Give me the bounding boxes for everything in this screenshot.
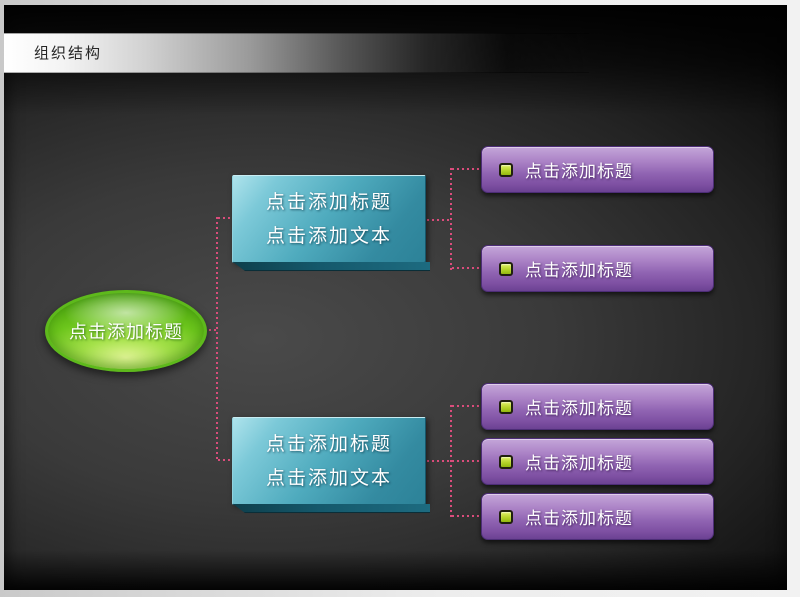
leaf-node-3[interactable]: 点击添加标题 <box>481 383 714 430</box>
leaf-label: 点击添加标题 <box>525 454 633 474</box>
connector-leaf3-elbow <box>452 405 481 407</box>
bullet-icon <box>499 509 513 524</box>
leaf-node-4[interactable]: 点击添加标题 <box>481 438 714 485</box>
root-node-label: 点击添加标题 <box>69 322 183 343</box>
leaf-label: 点击添加标题 <box>525 509 633 529</box>
connector-top-vertical <box>450 168 452 270</box>
connector-left-vertical <box>216 217 218 462</box>
bullet-icon <box>499 454 513 469</box>
connector-root-stub <box>204 329 218 331</box>
branch-node-1[interactable]: 点击添加标题 点击添加文本 <box>232 175 430 271</box>
slide-title: 组织结构 <box>34 44 103 62</box>
connector-leaf4-direct <box>427 460 481 462</box>
leaf-node-2[interactable]: 点击添加标题 <box>481 245 714 292</box>
branch-subtitle: 点击添加文本 <box>265 467 392 489</box>
branch-title: 点击添加标题 <box>265 191 392 213</box>
connector-leaf1-elbow <box>452 168 481 170</box>
connector-leaf5-elbow <box>452 515 481 517</box>
slide-canvas: 组织结构 点击添加标题 点击添加标题 点击添加文本 点击添加标题 点击添加文本 <box>4 5 787 590</box>
connector-branch2-elbow <box>218 459 233 461</box>
branch-bevel-edge <box>233 504 430 513</box>
connector-bottom-vertical <box>450 405 452 518</box>
connector-branch1-elbow <box>218 217 233 219</box>
leaf-label: 点击添加标题 <box>525 162 633 182</box>
leaf-label: 点击添加标题 <box>525 261 633 281</box>
branch-node-2[interactable]: 点击添加标题 点击添加文本 <box>232 417 430 513</box>
root-node[interactable]: 点击添加标题 <box>45 290 207 372</box>
branch-title: 点击添加标题 <box>265 433 392 455</box>
branch-bevel-edge <box>233 262 430 271</box>
bullet-icon <box>499 162 513 177</box>
bullet-icon <box>499 399 513 414</box>
branch-subtitle: 点击添加文本 <box>265 225 392 247</box>
leaf-node-1[interactable]: 点击添加标题 <box>481 146 714 193</box>
leaf-node-5[interactable]: 点击添加标题 <box>481 493 714 540</box>
title-banner: 组织结构 <box>4 33 589 73</box>
connector-leaf2-elbow <box>452 267 481 269</box>
bullet-icon <box>499 261 513 276</box>
leaf-label: 点击添加标题 <box>525 399 633 419</box>
connector-branch1-stub <box>427 219 451 221</box>
